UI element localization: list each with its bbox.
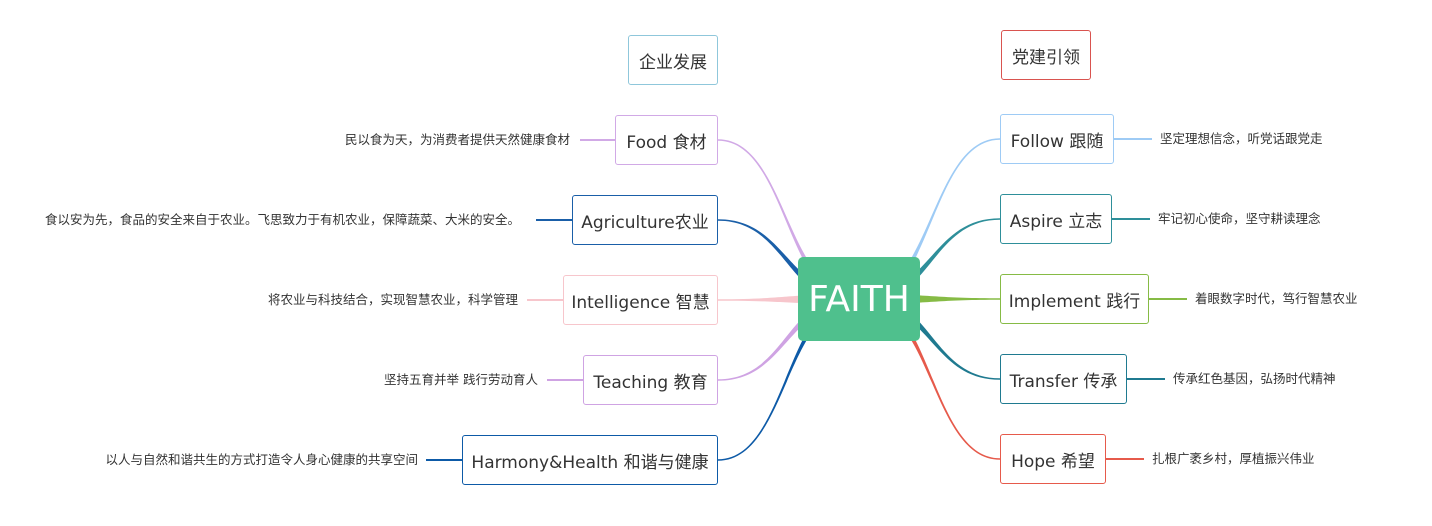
desc-food: 民以食为天，为消费者提供天然健康食材 xyxy=(344,132,570,147)
connector-right-4 xyxy=(863,294,1000,460)
branch-food-label: Food 食材 xyxy=(626,132,707,153)
branch-harmony-health-label: Harmony&Health 和谐与健康 xyxy=(471,452,709,473)
connector-left-4 xyxy=(718,294,855,461)
branch-agriculture[interactable]: Agriculture农业 xyxy=(572,195,718,245)
connector-left-1 xyxy=(718,219,855,304)
center-node-faith[interactable]: FAITH xyxy=(798,257,920,341)
branch-intelligence-label: Intelligence 智慧 xyxy=(571,292,710,313)
header-party-leadership[interactable]: 党建引领 xyxy=(1001,30,1091,80)
branch-food[interactable]: Food 食材 xyxy=(615,115,718,165)
branch-transfer-label: Transfer 传承 xyxy=(1009,371,1118,392)
desc-teaching: 坚持五育并举 践行劳动育人 xyxy=(384,372,538,387)
branch-aspire-label: Aspire 立志 xyxy=(1009,211,1103,232)
branch-transfer[interactable]: Transfer 传承 xyxy=(1000,354,1127,404)
branch-harmony-health[interactable]: Harmony&Health 和谐与健康 xyxy=(462,435,718,485)
branch-follow[interactable]: Follow 跟随 xyxy=(1000,114,1114,164)
connector-left-0 xyxy=(718,139,855,304)
connector-right-0 xyxy=(863,138,1000,304)
branch-intelligence[interactable]: Intelligence 智慧 xyxy=(563,275,718,325)
desc-aspire: 牢记初心使命，坚守耕读理念 xyxy=(1158,211,1321,226)
header-enterprise-development[interactable]: 企业发展 xyxy=(628,35,718,85)
desc-agriculture: 食以安为先，食品的安全来自于农业。飞思致力于有机农业，保障蔬菜、大米的安全。 xyxy=(44,212,520,227)
connector-right-1 xyxy=(863,218,1000,304)
center-node-label: FAITH xyxy=(808,278,910,320)
branch-follow-label: Follow 跟随 xyxy=(1010,131,1104,152)
connector-right-3 xyxy=(863,294,1000,380)
branch-implement-label: Implement 践行 xyxy=(1008,291,1141,312)
desc-intelligence: 将农业与科技结合，实现智慧农业，科学管理 xyxy=(267,292,518,307)
branch-hope[interactable]: Hope 希望 xyxy=(1000,434,1106,484)
header-party-leadership-label: 党建引领 xyxy=(1012,47,1080,68)
connector-left-3 xyxy=(718,294,855,381)
desc-harmony-health: 以人与自然和谐共生的方式打造令人身心健康的共享空间 xyxy=(105,452,418,467)
branch-aspire[interactable]: Aspire 立志 xyxy=(1000,194,1112,244)
branch-implement[interactable]: Implement 践行 xyxy=(1000,274,1149,324)
desc-hope: 扎根广袤乡村，厚植振兴伟业 xyxy=(1152,451,1315,466)
branch-hope-label: Hope 希望 xyxy=(1011,451,1095,472)
branch-agriculture-label: Agriculture农业 xyxy=(581,212,709,233)
header-enterprise-development-label: 企业发展 xyxy=(639,52,707,73)
branch-teaching-label: Teaching 教育 xyxy=(593,372,708,393)
branch-teaching[interactable]: Teaching 教育 xyxy=(583,355,718,405)
desc-implement: 着眼数字时代，笃行智慧农业 xyxy=(1195,291,1358,306)
desc-follow: 坚定理想信念，听党话跟党走 xyxy=(1160,131,1323,146)
desc-transfer: 传承红色基因，弘扬时代精神 xyxy=(1173,371,1336,386)
